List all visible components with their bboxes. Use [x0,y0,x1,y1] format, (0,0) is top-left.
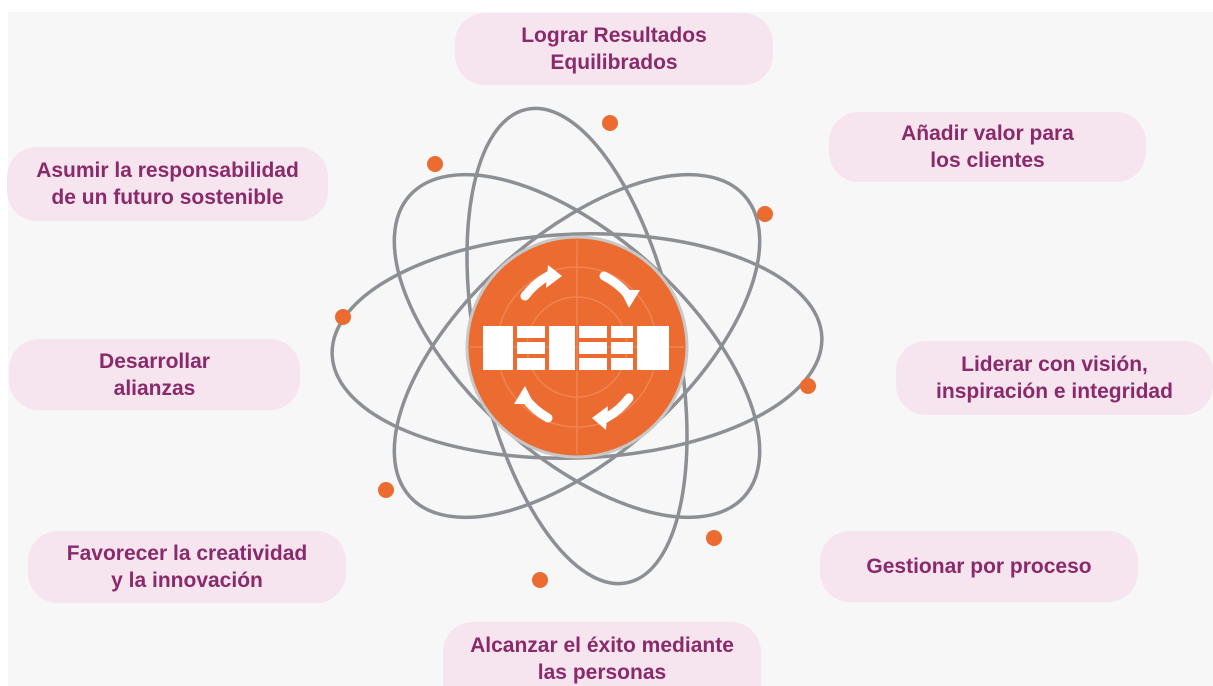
orbit-dot [602,115,618,131]
principle-bottom-right: Gestionar por proceso [820,531,1138,602]
orbit-dot [706,530,722,546]
principle-right: Liderar con visión, inspiración e integr… [896,341,1213,415]
principle-top-right: Añadir valor para los clientes [829,112,1146,182]
principle-bottom-left-line2: y la innovación [111,569,263,592]
principle-bottom: Alcanzar el éxito mediante las personas [443,622,761,686]
principle-top-right-line1: Añadir valor para [901,122,1074,145]
orbit-dot [427,156,443,172]
principle-right-line2: inspiración e integridad [936,380,1173,403]
principle-right-line1: Liderar con visión, [961,353,1148,376]
principle-bottom-line2: las personas [537,661,667,684]
orbit-dot [532,572,548,588]
principle-top-left-line1: Asumir la responsabilidad [36,159,299,182]
principle-bottom-line1: Alcanzar el éxito mediante [470,634,734,657]
principle-bottom-left-line1: Favorecer la creatividad [66,542,308,565]
orbit-dots [335,115,816,588]
orbit-dot [757,206,773,222]
principle-top-left-line2: de un futuro sostenible [51,186,284,209]
orbit-dot [335,309,351,325]
orbit-dot [378,482,394,498]
efqm-logo-icon [465,235,689,459]
principle-top-line2: Equilibrados [550,51,678,74]
principle-bottom-right-line1: Gestionar por proceso [866,555,1092,578]
orbit-dot [800,378,816,394]
principle-left: Desarrollar alianzas [9,339,300,410]
principle-top-right-line2: los clientes [930,149,1045,172]
principle-left-line1: Desarrollar [99,349,210,373]
principle-bottom-left: Favorecer la creatividad y la innovación [28,531,346,603]
principle-top-line1: Lograr Resultados [521,24,707,47]
principle-top: Lograr Resultados Equilibrados [455,13,773,85]
principle-top-left: Asumir la responsabilidad de un futuro s… [7,147,328,221]
principle-left-line2: alianzas [113,376,196,400]
logo-blocks [483,326,669,370]
